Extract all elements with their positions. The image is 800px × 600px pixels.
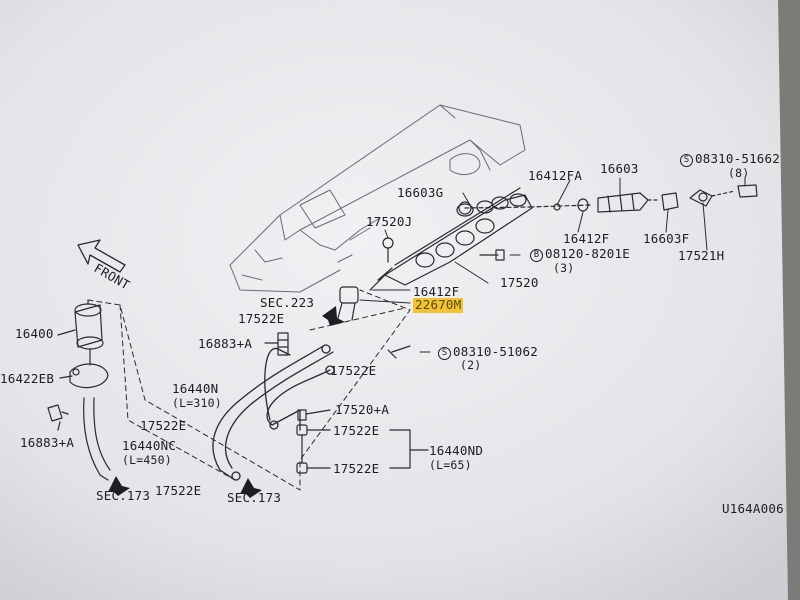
label-08120-8201e-text: 08120-8201E: [545, 246, 630, 261]
label-08310-51662-text: 08310-51662: [695, 151, 780, 166]
monitor-bezel: [778, 0, 800, 600]
label-16440nd: 16440ND: [429, 443, 484, 458]
label-sec-173-a: SEC.173: [96, 488, 151, 503]
b-mark-icon: B: [530, 249, 543, 262]
label-22670m-highlighted: 22670M: [413, 297, 464, 313]
label-17520a: 17520+A: [335, 402, 390, 417]
front-arrow: [77, 239, 126, 273]
label-16883a-b: 16883+A: [20, 435, 75, 450]
label-length-65: (L=65): [429, 458, 472, 472]
label-16412f-top: 16412F: [563, 231, 610, 246]
label-sec-173-b: SEC.173: [227, 490, 282, 505]
s-mark-icon-2: S: [438, 347, 451, 360]
label-16400: 16400: [15, 326, 54, 341]
label-16883a-a: 16883+A: [198, 336, 253, 351]
label-16412f: 16412F: [413, 284, 460, 299]
label-sec-223: SEC.223: [260, 295, 315, 310]
label-17522e-f: 17522E: [155, 483, 202, 498]
label-17522e-d: 17522E: [333, 461, 380, 476]
label-16603g: 16603G: [397, 185, 444, 200]
fuel-filter: [57, 299, 104, 366]
pressure-regulator: [337, 286, 359, 321]
label-length-310: (L=310): [172, 396, 222, 410]
s-mark-icon: S: [680, 154, 693, 167]
section-arrows: [108, 306, 345, 498]
dashed-boundary: [87, 289, 411, 491]
label-qty-2: (2): [460, 358, 482, 372]
hose-16440nd: [296, 409, 429, 474]
label-16440n: 16440N: [172, 381, 219, 396]
label-17522e-a: 17522E: [238, 311, 285, 326]
clip-16883a-left: [47, 404, 69, 431]
label-qty-8: (8): [728, 166, 750, 180]
label-length-450: (L=450): [122, 453, 172, 467]
fuel-hoses: [212, 344, 335, 481]
label-qty-3: (3): [553, 261, 575, 275]
label-17522e-e: 17522E: [330, 363, 377, 378]
injector-parts: [458, 184, 758, 215]
figure-id: U164A006: [722, 501, 784, 516]
leader-lines: [359, 177, 746, 353]
label-16412fa: 16412FA: [528, 168, 583, 183]
label-08310-51062-text: 08310-51062: [453, 344, 538, 359]
filter-bracket: [59, 363, 109, 389]
label-17520j: 17520J: [366, 214, 413, 229]
label-17522e-c: 17522E: [333, 423, 380, 438]
label-16440nc: 16440NC: [122, 438, 177, 453]
engine-outline: [229, 104, 526, 293]
clip-16883a: [264, 332, 289, 356]
label-16603: 16603: [600, 161, 639, 176]
label-17520: 17520: [500, 275, 539, 290]
fuel-rail: [369, 187, 533, 291]
label-16422eb: 16422EB: [0, 371, 55, 386]
label-17521h: 17521H: [678, 248, 725, 263]
filter-outlet-hose: [83, 397, 111, 481]
label-17522e-b: 17522E: [140, 418, 187, 433]
label-16603f: 16603F: [643, 231, 690, 246]
